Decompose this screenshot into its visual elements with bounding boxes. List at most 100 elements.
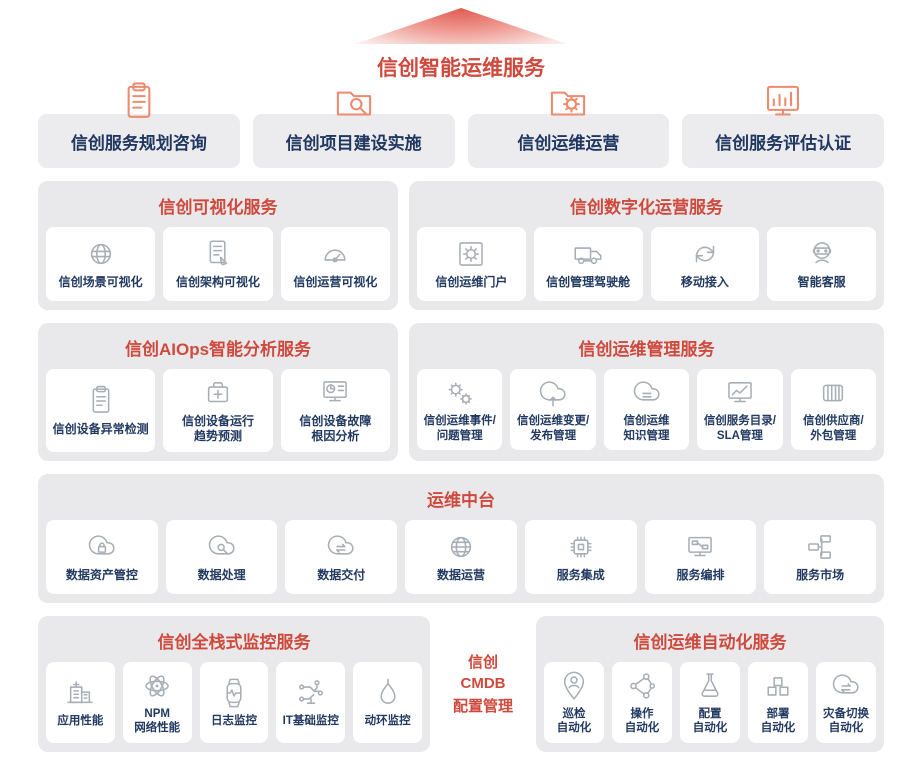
- service-card: 信创架构可视化: [163, 227, 273, 301]
- service-card: 配置 自动化: [680, 661, 740, 744]
- ops-management-cards: 信创运维事件/ 问题管理信创运维变更/ 发布管理 信创运维 知识管理 信创服务目录/…: [417, 369, 877, 451]
- service-card: 操作 自动化: [612, 661, 672, 744]
- service-card: NPM 网络性能: [122, 661, 192, 744]
- row-visualization-digital: 信创可视化服务 信创场景可视化信创架构可视化信创运营可视化 信创数字化运营服务 …: [38, 181, 884, 310]
- service-card: 信创设备运行 趋势预测: [163, 369, 273, 452]
- card-label: 信创运维 知识管理: [623, 415, 670, 442]
- panel-middle-platform: 运维中台 数据资产管控数据处理数据交付数据运营服务集成服务编排服务市场: [38, 473, 884, 603]
- clipboard-check-icon: [84, 384, 118, 418]
- atom-icon: [140, 669, 174, 703]
- digital-operation-cards: 信创运维门户信创管理驾驶舱移动接入智能客服: [417, 227, 876, 301]
- card-label: 配置 自动化: [692, 707, 728, 735]
- panel-ops-management: 信创运维管理服务 信创运维事件/ 问题管理信创运维变更/ 发布管理 信创运维 知识…: [409, 323, 884, 461]
- card-label: 信创服务目录/ SLA管理: [703, 415, 777, 442]
- card-label: 移动接入: [680, 275, 729, 290]
- medical-kit-icon: [201, 376, 235, 410]
- globe-network-icon: [444, 530, 478, 564]
- card-label: 动环监控: [364, 715, 411, 728]
- card-label: 信创服务评估认证: [715, 133, 852, 153]
- card-label: 数据交付: [317, 568, 366, 583]
- panel-visualization-title: 信创可视化服务: [158, 198, 278, 217]
- row-middle-platform: 运维中台 数据资产管控数据处理数据交付数据运营服务集成服务编排服务市场: [38, 473, 884, 603]
- aiops-cards: 信创设备异常检测 信创设备运行 趋势预测 信创设备故障 根因分析: [46, 369, 390, 452]
- card-label: 信创场景可视化: [58, 275, 143, 290]
- container-icon: [816, 376, 850, 410]
- double-gear-icon: [443, 376, 477, 410]
- card-label: 服务编排: [676, 568, 725, 583]
- card-label: 数据处理: [197, 568, 246, 583]
- card-label: 信创运维事件/ 问题管理: [423, 415, 496, 442]
- top-services-row: 信创服务规划咨询信创项目建设实施信创运维运营信创服务评估认证: [38, 82, 884, 168]
- card-label: 数据资产管控: [65, 568, 138, 583]
- card-label: 灾备切换 自动化: [823, 707, 869, 735]
- server-network-icon: [803, 530, 837, 564]
- card-label: 应用性能: [57, 715, 104, 728]
- automation-cards: 巡检 自动化操作 自动化配置 自动化部署 自动化灾备切换 自动化: [544, 661, 876, 744]
- panel-digital-operation-title: 信创数字化运营服务: [570, 198, 723, 217]
- service-card: 数据资产管控: [46, 519, 158, 594]
- card-label: 信创设备故障 根因分析: [299, 414, 372, 444]
- cmdb-line-2: CMDB: [460, 675, 506, 693]
- card-label: 信创运营可视化: [293, 275, 378, 290]
- roof-triangle: [355, 8, 567, 44]
- top-service-box: 信创服务规划咨询: [38, 82, 240, 168]
- monitor-analysis-icon: [318, 376, 352, 410]
- card-label: 信创运维运营: [517, 133, 620, 153]
- service-card: 日志监控: [199, 661, 269, 744]
- cloud-search-icon: [205, 530, 239, 564]
- card-label: 日志监控: [210, 715, 257, 728]
- service-card: 信创运营可视化: [280, 227, 390, 301]
- service-card: 部署 自动化: [748, 661, 808, 744]
- top-service-box: 信创服务评估认证: [682, 85, 884, 168]
- page-title: 信创智能运维服务: [377, 57, 545, 80]
- globe-icon: [84, 237, 118, 271]
- service-card: 服务集成: [524, 519, 637, 594]
- service-card: 移动接入: [650, 227, 760, 301]
- service-card: 服务市场: [764, 519, 877, 594]
- card-label: 智能客服: [797, 275, 846, 290]
- service-card: 巡检 自动化: [544, 661, 604, 744]
- service-card: 信创场景可视化: [46, 227, 156, 301]
- service-card: 服务编排: [644, 519, 757, 594]
- panel-visualization: 信创可视化服务 信创场景可视化 信创架构可视化信创运营可视化: [38, 181, 398, 310]
- card-label: 信创供应商/ 外包管理: [802, 415, 864, 442]
- cloud-doc-icon: [630, 376, 664, 410]
- panel-digital-operation: 信创数字化运营服务 信创运维门户信创管理驾驶舱移动接入智能客服: [409, 181, 884, 310]
- service-card: 数据处理: [165, 519, 278, 594]
- chart-trend-icon: [723, 376, 757, 410]
- service-card: 数据交付: [285, 519, 398, 594]
- service-card: 数据运营: [405, 519, 517, 594]
- doc-pencil-icon: [201, 237, 235, 271]
- cloud-lock-icon: [85, 530, 119, 564]
- report-doc-icon: [116, 80, 162, 126]
- service-card: 动环监控: [353, 661, 422, 744]
- service-card: 信创服务目录/ SLA管理: [697, 369, 783, 451]
- cloud-sync-icon: [324, 530, 358, 564]
- row-aiops-management: 信创AIOps智能分析服务 信创设备异常检测 信创设备运行 趋势预测 信创设备故障 …: [38, 323, 884, 461]
- flask-icon: [693, 669, 727, 703]
- mobile-sync-icon: [688, 237, 722, 271]
- service-card: 应用性能: [46, 661, 115, 744]
- service-card: 信创设备异常检测: [46, 369, 156, 452]
- card-label: 信创设备运行 趋势预测: [181, 414, 254, 444]
- circuit-icon: [294, 676, 328, 710]
- service-card: 信创设备故障 根因分析: [280, 369, 390, 452]
- card-label: 信创设备异常检测: [52, 421, 149, 436]
- visualization-cards: 信创场景可视化 信创架构可视化信创运营可视化: [46, 227, 390, 301]
- droplet-icon: [371, 676, 405, 710]
- cloud-upload-icon: [536, 376, 570, 410]
- folder-gear-icon: [545, 80, 591, 126]
- blocks-icon: [761, 669, 795, 703]
- panel-ops-management-title: 信创运维管理服务: [578, 340, 715, 359]
- panel-aiops-title: 信创AIOps智能分析服务: [124, 340, 312, 359]
- card-label: 信创服务规划咨询: [70, 133, 207, 153]
- service-card: 灾备切换 自动化: [816, 661, 876, 744]
- card-label: 信创运维变更/ 发布管理: [517, 415, 590, 442]
- card-label: 信创运维门户: [435, 275, 508, 290]
- service-card: 智能客服: [767, 227, 876, 301]
- card-label: 巡检 自动化: [556, 707, 592, 735]
